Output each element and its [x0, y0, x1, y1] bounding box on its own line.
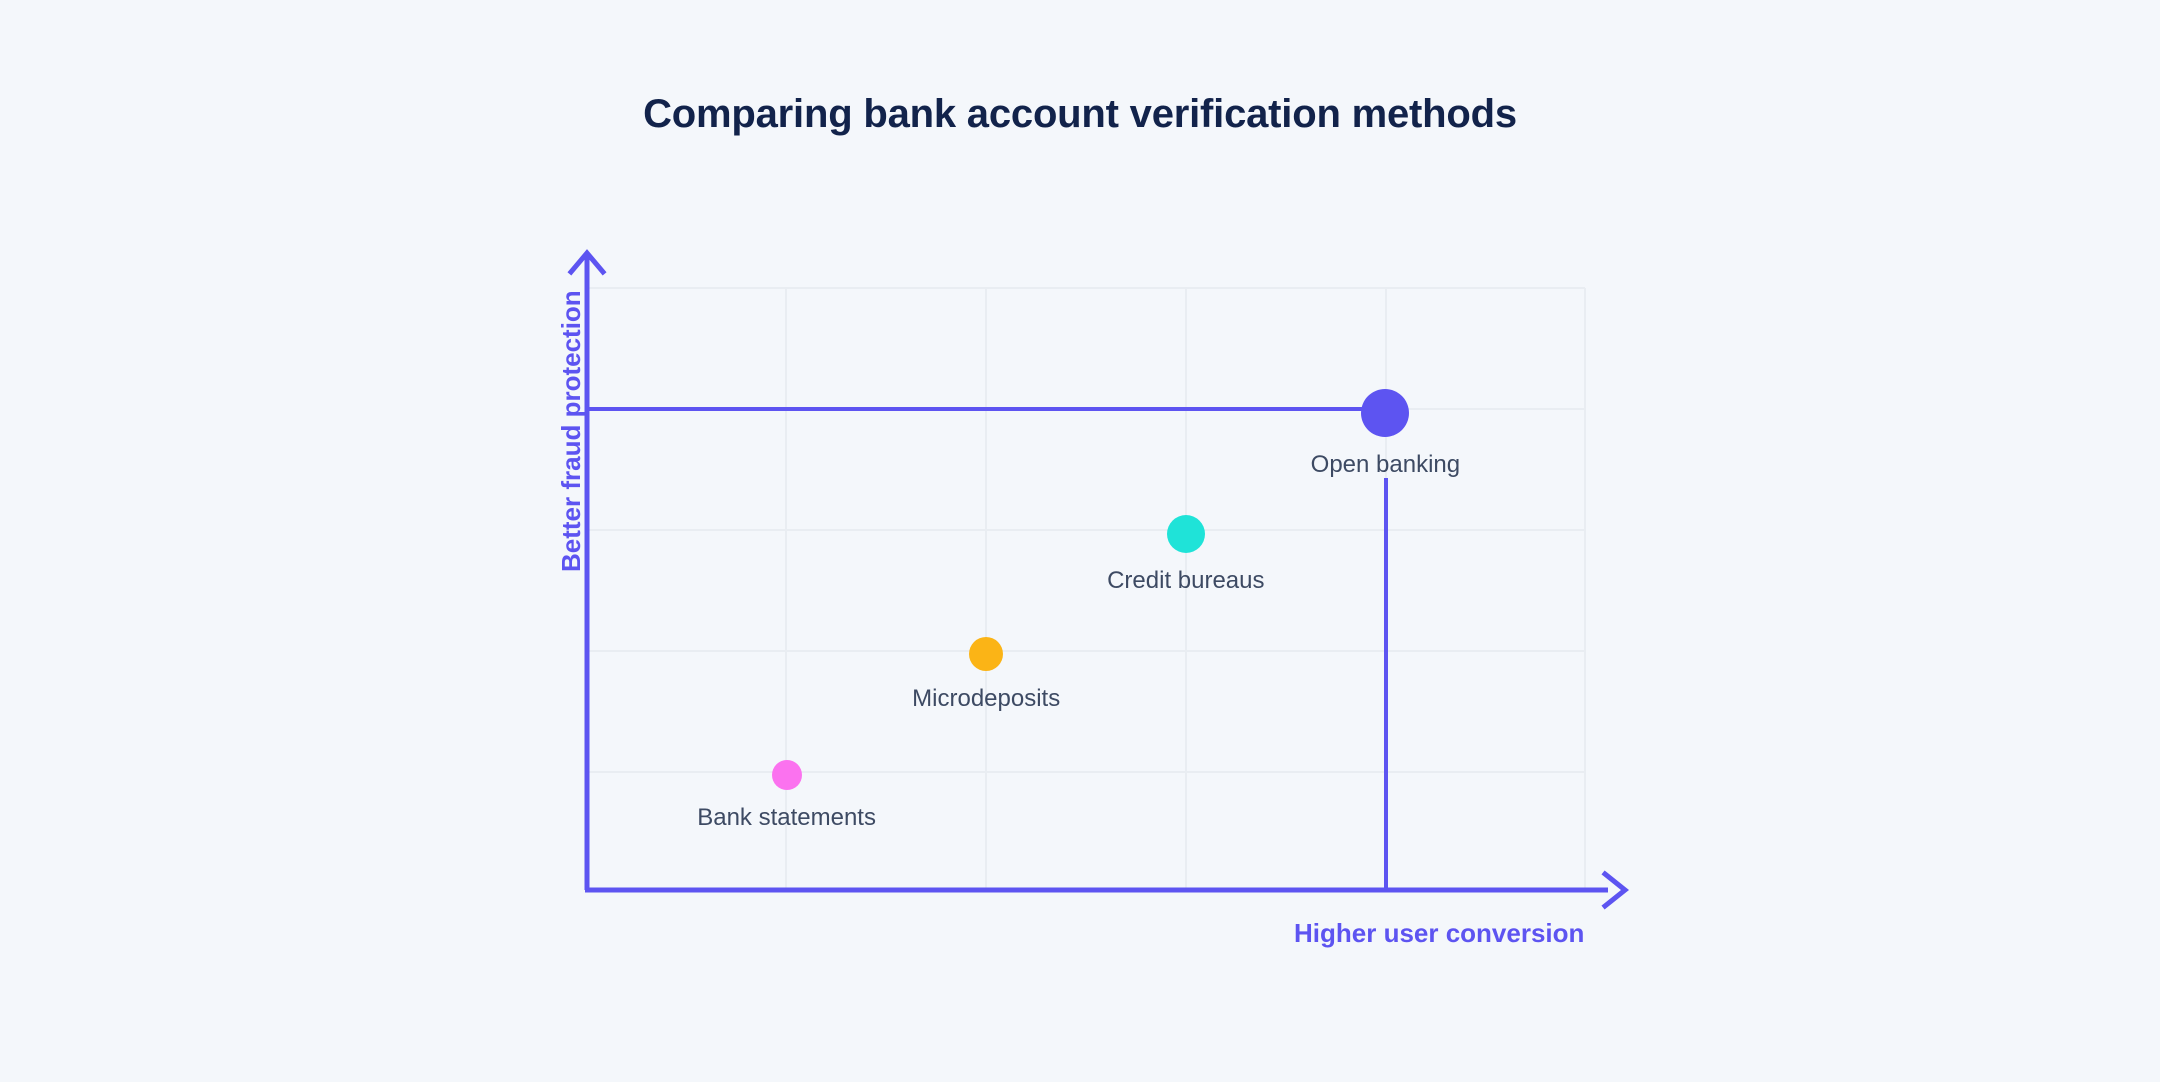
data-point-open-banking[interactable]: [1361, 389, 1410, 438]
data-point-microdeposits[interactable]: [969, 637, 1004, 672]
data-point-label: Credit bureaus: [1107, 566, 1265, 594]
data-point-credit-bureaus[interactable]: [1166, 514, 1205, 553]
data-point-bank-statements[interactable]: [771, 759, 802, 790]
page-title: Comparing bank account verification meth…: [643, 92, 1517, 136]
data-point-label: Open banking: [1310, 451, 1461, 479]
y-axis-arrowhead: [567, 249, 607, 276]
data-point-label: Bank statements: [697, 803, 876, 831]
x-axis-label: Higher user conversion: [1294, 918, 1585, 948]
horizontal-gridlines: [587, 287, 1585, 773]
x-axis-arrowhead: [1601, 870, 1630, 910]
data-point-label: Microdeposits: [912, 685, 1061, 713]
y-axis-label: Better fraud protection: [556, 290, 586, 572]
